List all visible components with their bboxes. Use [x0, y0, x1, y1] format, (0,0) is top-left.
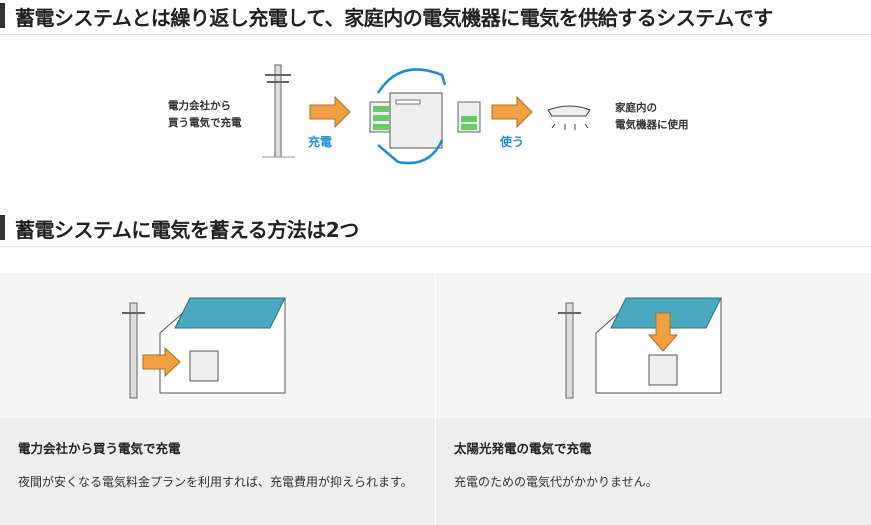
battery-charging-icon — [369, 101, 393, 133]
battery-icon — [457, 101, 481, 133]
heading-bar — [0, 215, 5, 240]
grid-charging-illustration — [0, 273, 435, 418]
cycle-arrow-bottom-icon — [377, 139, 444, 165]
card-description: 夜間が安くなる電気料金プランを利用すれば、充電費用が抑えられます。 — [18, 475, 413, 489]
storage-cycle-diagram: 電力会社から買う電気で充電 充電 使う 家庭内の電気機器に使用 — [150, 60, 710, 170]
heading-title: 蓄電システムとは繰り返し充電して、家庭内の電気機器に電気を供給するシステムです — [15, 6, 773, 30]
method-card-grid: 電力会社から買う電気で充電夜間が安くなる電気料金プランを利用すれば、充電費用が抑… — [0, 273, 435, 525]
heading-bar — [0, 3, 5, 28]
section-heading-1: 蓄電システムとは繰り返し充電して、家庭内の電気機器に電気を供給するシステムです — [0, 0, 871, 35]
use-arrow-icon — [491, 95, 533, 129]
card-description: 充電のための電気代がかかりません。 — [454, 475, 658, 489]
charge-arrow-icon — [309, 95, 351, 129]
section-heading-2: 蓄電システムに電気を蓄える方法は2つ — [0, 212, 871, 247]
utility-pole-icon — [262, 64, 295, 158]
source-label: 電力会社から買う電気で充電 — [168, 100, 242, 129]
card-title: 太陽光発電の電気で充電 — [454, 441, 592, 456]
use-label: 使う — [500, 135, 525, 149]
ceiling-light-icon — [547, 105, 591, 130]
solar-charging-illustration — [436, 273, 871, 418]
cycle-arrow-top-icon — [376, 68, 447, 94]
charge-label: 充電 — [308, 135, 333, 149]
method-card-solar: 太陽光発電の電気で充電充電のための電気代がかかりません。 — [436, 273, 871, 525]
heading-title: 蓄電システムに電気を蓄える方法は2つ — [15, 218, 359, 242]
storage-unit-icon — [389, 92, 443, 149]
destination-label: 家庭内の電気機器に使用 — [615, 102, 689, 131]
card-title: 電力会社から買う電気で充電 — [18, 441, 181, 456]
